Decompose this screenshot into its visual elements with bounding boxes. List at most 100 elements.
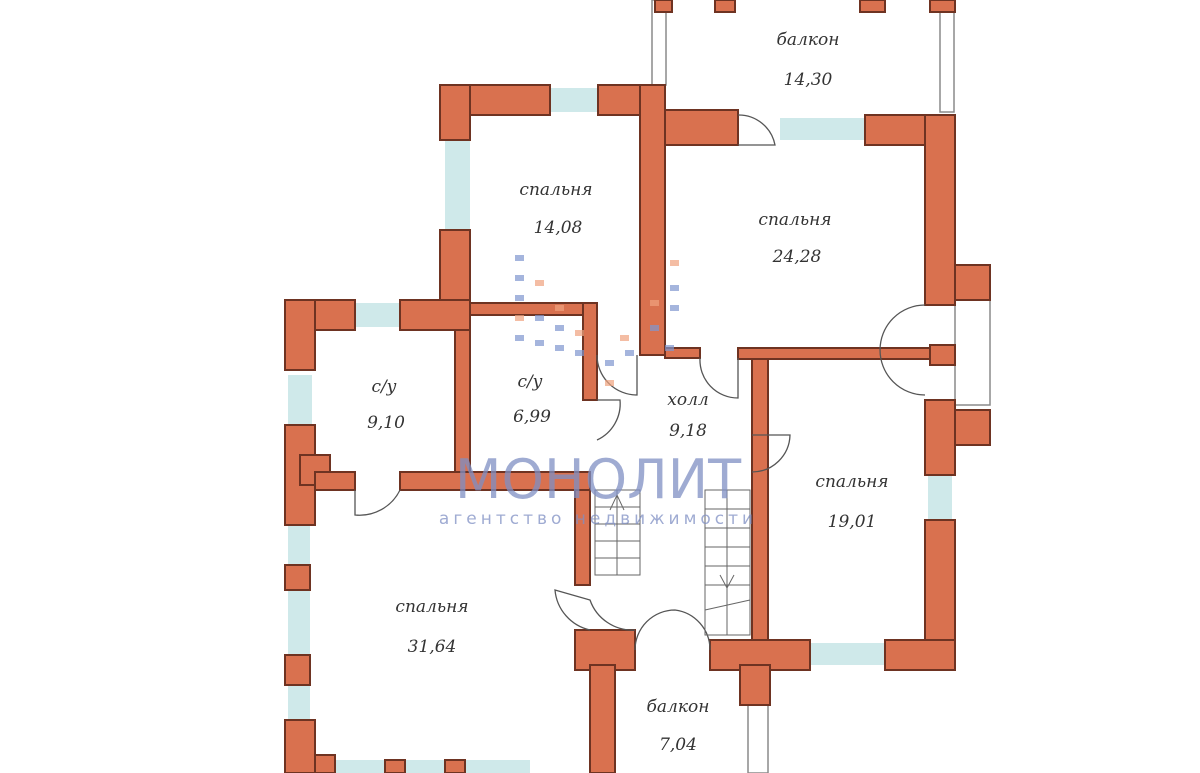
logo-square	[535, 340, 544, 346]
door-swing	[554, 589, 636, 631]
room-name: балкон	[647, 697, 710, 717]
room-name: спальня	[815, 472, 888, 492]
balcony-railing	[939, 0, 955, 113]
wall	[751, 358, 769, 641]
balcony-railings	[651, 0, 991, 773]
room-area: 7,04	[659, 735, 697, 755]
door-swing	[879, 304, 926, 396]
room-area: 9,18	[669, 421, 707, 441]
door-swing	[634, 609, 711, 651]
room-name: балкон	[777, 30, 840, 50]
wall	[929, 0, 956, 13]
window	[288, 685, 310, 720]
door-swing	[596, 399, 621, 441]
window	[445, 140, 470, 230]
wall	[284, 719, 316, 773]
window	[288, 590, 310, 655]
wall	[739, 664, 771, 706]
room-area: 9,10	[367, 413, 405, 433]
wall	[439, 84, 471, 141]
wall	[284, 564, 311, 591]
logo-square	[575, 350, 584, 356]
window	[928, 475, 952, 520]
door-swing	[596, 354, 638, 396]
door-swing	[751, 434, 791, 473]
room-labels: балкон 14,30 спальня 14,08 спальня 24,28…	[367, 30, 889, 755]
room-area: 19,01	[828, 512, 877, 532]
room-name: спальня	[395, 597, 468, 617]
logo-square	[515, 315, 524, 321]
wall	[664, 347, 701, 359]
wall	[639, 84, 666, 356]
logo-square	[670, 305, 679, 311]
logo-square	[670, 260, 679, 266]
window	[288, 525, 310, 565]
wall	[582, 302, 598, 401]
logo-square	[575, 330, 584, 336]
room-area: 14,08	[534, 218, 583, 238]
wall	[954, 409, 991, 446]
wall	[654, 0, 673, 13]
window	[355, 303, 400, 327]
watermark-logo-icon	[515, 255, 679, 386]
wall	[314, 471, 356, 491]
wall	[574, 629, 636, 671]
logo-square	[665, 345, 674, 351]
doors	[354, 114, 926, 651]
room-name: холл	[667, 390, 708, 410]
window	[780, 118, 865, 140]
logo-square	[515, 295, 524, 301]
room-name: спальня	[519, 180, 592, 200]
room-area: 24,28	[772, 247, 822, 267]
logo-square	[515, 255, 524, 261]
stair-landing	[704, 584, 751, 636]
wall	[859, 0, 886, 13]
wall	[399, 299, 471, 331]
room-name: с/у	[517, 372, 542, 392]
wall	[314, 754, 336, 773]
room-area: 14,30	[784, 70, 833, 90]
logo-square	[515, 335, 524, 341]
wall	[399, 471, 591, 491]
logo-square	[555, 305, 564, 311]
room-name: спальня	[758, 210, 831, 230]
walls	[284, 0, 991, 773]
window	[550, 88, 598, 112]
wall	[664, 109, 739, 146]
balcony-railing	[954, 299, 991, 406]
logo-square	[605, 380, 614, 386]
room-name: с/у	[371, 377, 396, 397]
wall	[589, 664, 616, 773]
logo-square	[670, 285, 679, 291]
room-area: 6,99	[513, 407, 551, 427]
logo-square	[535, 280, 544, 286]
window	[330, 760, 530, 773]
staircase	[594, 489, 751, 636]
logo-square	[535, 315, 544, 321]
wall	[714, 0, 736, 13]
watermark-tagline: агентство недвижимости	[439, 509, 757, 529]
room-area: 31,64	[408, 637, 457, 657]
wall	[384, 759, 406, 773]
watermark-brand: МОНОЛИТ	[455, 448, 742, 511]
window	[288, 375, 312, 425]
wall	[737, 347, 931, 360]
wall	[954, 264, 991, 301]
wall	[884, 639, 956, 671]
window	[810, 643, 885, 665]
wall	[284, 654, 311, 686]
door-swing	[737, 114, 776, 146]
logo-square	[625, 350, 634, 356]
logo-square	[555, 325, 564, 331]
wall	[444, 759, 466, 773]
logo-square	[650, 300, 659, 306]
wall	[924, 114, 956, 306]
wall	[574, 489, 591, 586]
wall	[469, 302, 596, 316]
balcony-railing	[747, 704, 769, 773]
door-swing	[354, 489, 401, 516]
wall	[929, 344, 956, 366]
logo-square	[650, 325, 659, 331]
wall	[284, 299, 316, 371]
